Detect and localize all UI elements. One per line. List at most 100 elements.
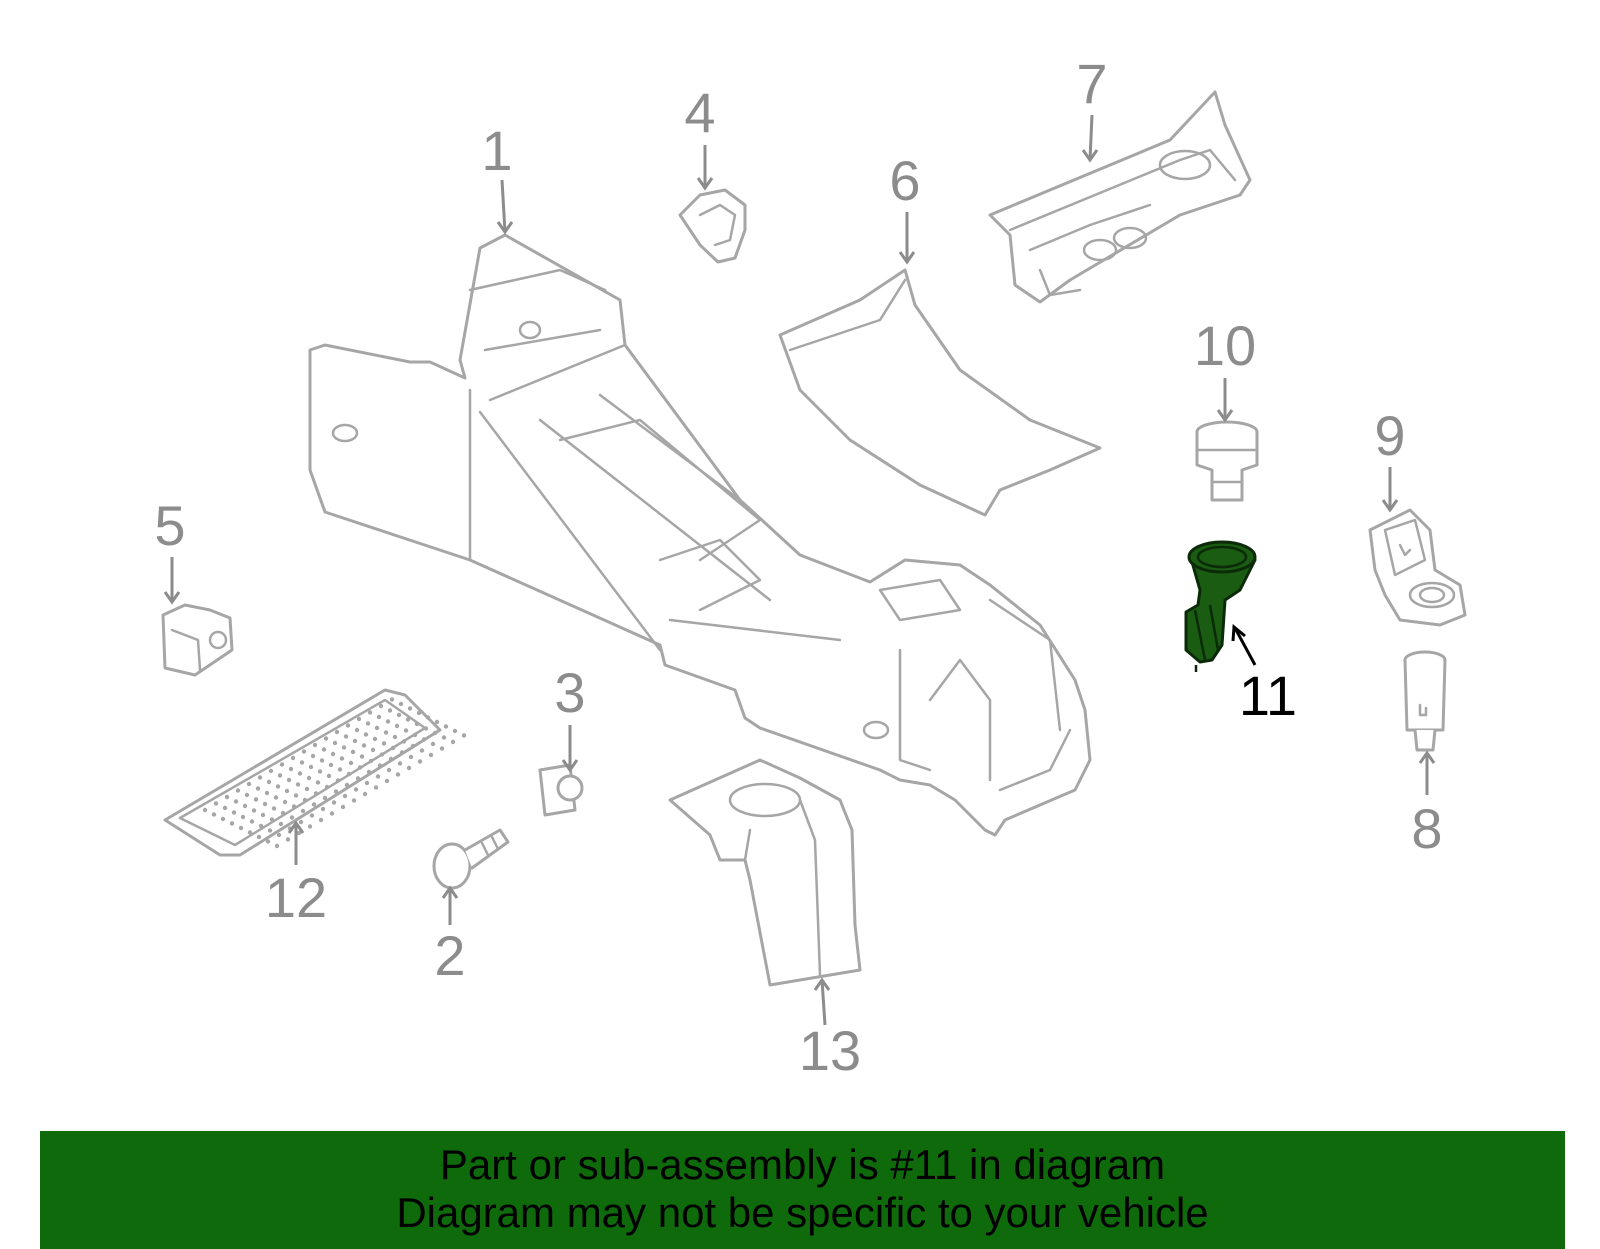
mat-perforation [361,743,367,748]
mat-perforation [280,810,286,816]
mat-perforation [378,703,384,709]
mat-perforation [368,758,374,764]
mat-perforation [386,767,392,773]
callout-2: 2 [434,924,465,987]
mat-perforation [406,765,412,771]
mat-perforation [304,786,310,792]
mat-perforation [395,772,401,777]
mat-perforation [344,782,350,788]
mat-perforation [231,810,237,815]
mat-perforation [335,778,341,783]
mat-perforation [353,787,359,792]
mat-perforation [423,726,429,731]
mat-perforation [351,798,357,803]
mat-perforation [274,843,280,849]
callout-3: 3 [554,661,585,724]
mat-perforation [373,785,379,790]
part-8-socket [1403,650,1447,752]
mat-perforation [414,721,420,727]
mat-perforation [346,771,352,777]
mat-perforation [339,756,345,761]
mat-perforation [222,805,228,811]
mat-perforation [439,746,445,751]
callout-5: 5 [154,494,185,557]
mat-perforation [419,748,425,753]
mat-perforation [461,733,467,738]
mat-perforation [271,806,277,811]
mat-perforation [273,795,279,800]
mat-perforation [318,817,324,823]
callout-11: 11 [1239,664,1297,727]
mat-perforation [238,825,244,831]
mat-perforation [297,771,303,776]
mat-perforation [377,763,383,768]
mat-perforation [374,725,380,731]
mat-perforation [443,724,449,729]
mat-perforation [324,784,330,790]
mat-perforation [399,750,405,755]
mat-perforation [277,773,283,778]
mat-perforation [362,791,368,797]
mat-perforation [255,786,261,791]
mat-perforation [407,706,413,711]
callout-9: 9 [1374,404,1405,467]
mat-perforation [260,812,266,818]
mat-perforation [213,801,219,806]
mat-perforation [329,811,335,816]
mat-perforation [323,736,329,741]
mat-perforation [312,742,318,748]
mat-perforation [244,792,250,798]
mat-perforation [383,730,389,735]
parts-diagram: 1 2 3 4 5 6 7 8 9 10 11 12 [154,52,1467,1082]
mat-perforation [389,697,395,702]
mat-perforation [299,760,305,765]
mat-perforation [430,741,436,747]
mat-perforation [267,828,273,833]
mat-perforation [233,799,239,804]
mat-perforation [405,717,411,722]
mat-perforation [425,715,431,720]
mat-perforation [396,712,402,718]
part-2-push-pin [432,828,510,890]
part-12-mat [163,688,467,857]
mat-perforation [370,747,376,753]
banner-line-1: Part or sub-assembly is #11 in diagram [439,1141,1166,1188]
callout-4: 4 [684,81,715,144]
mat-perforation [408,754,414,760]
mat-perforation [341,745,347,750]
mat-perforation [224,794,230,800]
mat-perforation [246,781,252,787]
part-4-ring-clip [678,188,747,264]
mat-perforation [379,752,385,757]
mat-perforation [345,723,351,728]
mat-perforation [428,752,434,758]
mat-perforation [390,745,396,751]
mat-perforation [264,790,270,796]
mat-perforation [330,751,336,757]
mat-perforation [328,762,334,768]
mat-perforation [384,778,390,784]
mat-perforation [398,701,404,707]
mat-perforation [308,764,314,770]
mat-perforation [285,837,291,842]
mat-perforation [311,802,317,807]
mat-perforation [211,812,217,817]
mat-perforation [242,803,248,809]
callout-13: 13 [799,1019,861,1082]
banner-line-2: Diagram may not be specific to your vehi… [396,1189,1209,1236]
mat-perforation [251,808,257,813]
part-5-bracket [161,603,234,677]
mat-perforation [332,740,338,746]
mat-perforation [235,788,241,793]
mat-perforation [276,832,282,838]
mat-perforation [269,817,275,822]
mat-perforation [298,819,304,825]
mat-perforation [313,791,319,796]
mat-perforation [450,739,456,745]
mat-perforation [262,801,268,807]
mat-perforation [392,734,398,740]
mat-perforation [381,741,387,746]
mat-perforation [432,730,438,736]
leader-7 [1088,114,1094,161]
mat-perforation [356,716,362,722]
